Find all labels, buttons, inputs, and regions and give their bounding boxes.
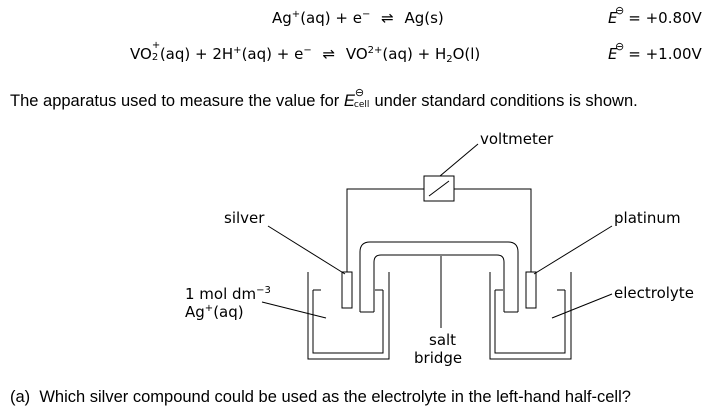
apparatus-intro: The apparatus used to measure the value …	[10, 87, 638, 111]
half-equation-silver: Ag+(aq) + e− ⇌ Ag(s)	[272, 9, 444, 27]
electrolyte-leader	[551, 293, 613, 319]
platinum-label: platinum	[614, 209, 681, 227]
ion-species: Ag	[185, 303, 205, 321]
left-beaker	[307, 272, 390, 360]
left-solution-level	[312, 290, 384, 354]
right-solution-level	[494, 290, 566, 354]
question-text: Which silver compound could be used as t…	[39, 388, 631, 406]
eq1-charge: +	[291, 9, 301, 20]
question-part: (a)	[10, 388, 31, 406]
eq2-electron-charge: −	[303, 45, 312, 56]
left-wire	[346, 188, 424, 272]
eq2-product-charge: 2+	[367, 45, 383, 56]
platinum-electrode	[525, 271, 537, 309]
right-beaker	[489, 272, 572, 360]
eq1-species: Ag	[272, 9, 292, 27]
eq1-potential: E⊖ = +0.80V	[608, 4, 702, 27]
silver-leader	[267, 225, 346, 275]
concentration-leader	[261, 301, 327, 319]
electrolyte-label: electrolyte	[614, 284, 694, 302]
e-cell-symbol: E⊖cell	[343, 87, 370, 111]
voltmeter-label: voltmeter	[480, 130, 554, 148]
eq1-state: (aq) + e	[300, 9, 362, 27]
ion-state: (aq)	[213, 303, 244, 321]
eq2-water-subscript: 2	[446, 54, 453, 65]
eq1-electron-charge: −	[361, 9, 371, 20]
silver-label: silver	[224, 209, 265, 227]
half-equation-vanadium: VO+2(aq) + 2H+(aq) + e− ⇌ VO2+(aq) + H2O…	[130, 41, 481, 65]
salt-label: salt	[429, 331, 457, 349]
eq1-e-symbol: E	[608, 9, 618, 27]
eq2-theta: ⊖	[615, 40, 625, 53]
intro-before: The apparatus used to measure the value …	[10, 92, 344, 110]
eq2-product-state: (aq) + H	[382, 45, 447, 63]
eq2-potential: E⊖ = +1.00V	[608, 40, 702, 63]
eq2-water-rest: O(l)	[452, 45, 481, 63]
concentration-label: 1 mol dm−3	[185, 285, 271, 303]
eq1-arrow: ⇌	[381, 9, 394, 27]
concentration-exponent: −3	[256, 285, 271, 296]
e-cell-theta: ⊖	[354, 87, 365, 99]
eq2-product: VO	[345, 45, 368, 63]
eq2-e-symbol: E	[608, 45, 618, 63]
eq1-value: = +0.80V	[623, 9, 702, 27]
intro-after: under standard conditions is shown.	[369, 92, 638, 110]
right-wire	[454, 188, 532, 272]
voltmeter-needle	[428, 180, 450, 197]
eq2-arrow: ⇌	[322, 45, 336, 63]
question-a: (a) Which silver compound could be used …	[10, 387, 631, 407]
salt-bridge-inner	[373, 254, 505, 312]
eq2-charge: +	[151, 40, 161, 51]
ion-label: Ag+(aq)	[185, 303, 244, 321]
eq1-theta: ⊖	[615, 4, 625, 17]
eq2-state: (aq) + 2H	[159, 45, 234, 63]
e-cell-subscript: cell	[353, 100, 370, 110]
concentration-value: 1 mol dm	[185, 285, 257, 303]
silver-electrode	[341, 271, 353, 309]
voltmeter-leader	[439, 143, 479, 177]
eq2-value: = +1.00V	[623, 45, 702, 63]
platinum-leader	[533, 225, 613, 275]
ion-charge: +	[204, 303, 214, 314]
eq1-product: Ag(s)	[404, 9, 444, 27]
eq2-species: VO	[130, 45, 152, 63]
eq2-subscript: 2	[151, 52, 159, 63]
e-cell-letter: E	[343, 92, 355, 110]
eq2-state2: (aq) + e	[241, 45, 304, 63]
bridge-label: bridge	[414, 349, 463, 367]
salt-bridge-outer	[359, 241, 519, 312]
eq2-h-charge: +	[233, 45, 242, 56]
